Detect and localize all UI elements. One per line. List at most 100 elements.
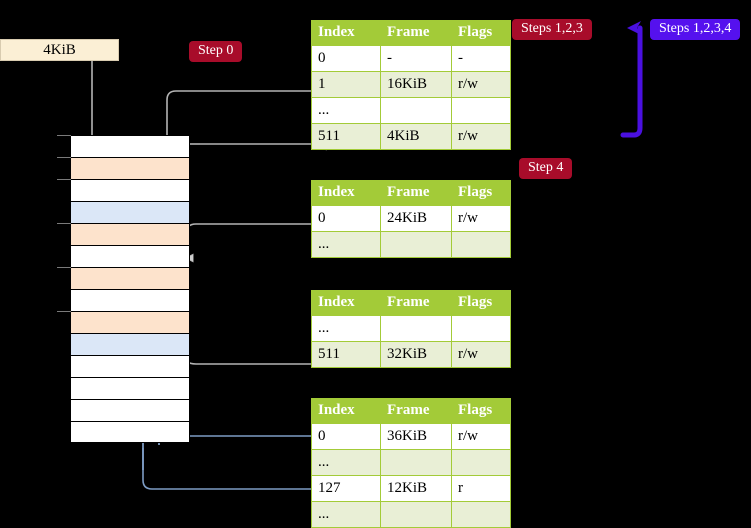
label-step-4: Step 4: [519, 158, 573, 179]
cell-flags: -: [451, 45, 511, 72]
cell-frame: [380, 449, 452, 476]
cell-flags: [451, 501, 511, 528]
table-header-row: Index Frame Flags: [311, 398, 511, 424]
table-header-row: Index Frame Flags: [311, 180, 511, 206]
column-header-frame: Frame: [380, 20, 452, 46]
cell-index: 0: [311, 45, 381, 72]
memory-row: [70, 267, 190, 289]
cell-flags: r/w: [451, 423, 511, 450]
label-steps-123: Steps 1,2,3: [512, 19, 592, 40]
violet-loop-arrow: [620, 21, 643, 138]
cell-flags: r/w: [451, 341, 511, 368]
cell-frame: [380, 315, 452, 342]
column-header-flags: Flags: [451, 398, 511, 424]
cell-frame: 36KiB: [380, 423, 452, 450]
column-header-index: Index: [311, 20, 381, 46]
column-header-index: Index: [311, 290, 381, 316]
cell-flags: r/w: [451, 71, 511, 98]
table-row: ...: [311, 315, 511, 342]
cell-frame: 32KiB: [380, 341, 452, 368]
cell-frame: 12KiB: [380, 475, 452, 502]
memory-tick: [57, 135, 71, 136]
memory-row: [70, 289, 190, 311]
cell-flags: [451, 315, 511, 342]
memory-row: [70, 245, 190, 267]
memory-row: [70, 135, 190, 157]
cell-frame: [380, 501, 452, 528]
cell-frame: [380, 97, 452, 124]
cell-index: 511: [311, 341, 381, 368]
memory-tick: [57, 157, 71, 158]
memory-row: [70, 399, 190, 421]
memory-row: [70, 157, 190, 179]
cell-index: 1: [311, 71, 381, 98]
table-header-row: Index Frame Flags: [311, 20, 511, 46]
memory-row: [70, 421, 190, 443]
table-row: 0--: [311, 45, 511, 72]
column-header-flags: Flags: [451, 180, 511, 206]
wire-mem-down-3: [186, 223, 311, 258]
cell-index: 127: [311, 475, 381, 502]
physical-memory-column: [70, 135, 190, 443]
cell-flags: [451, 449, 511, 476]
table-header-row: Index Frame Flags: [311, 290, 511, 316]
label-step-0: Step 0: [189, 41, 243, 62]
table-row: ...: [311, 449, 511, 476]
cell-index: ...: [311, 97, 381, 124]
memory-row: [70, 377, 190, 399]
memory-row: [70, 201, 190, 223]
column-header-flags: Flags: [451, 20, 511, 46]
cell-frame: -: [380, 45, 452, 72]
cell-frame: 16KiB: [380, 71, 452, 98]
cell-flags: [451, 231, 511, 258]
wire-table3-row127: [142, 448, 311, 490]
memory-tick: [57, 311, 71, 312]
cell-index: ...: [311, 449, 381, 476]
memory-tick: [57, 179, 71, 180]
cell-index: ...: [311, 501, 381, 528]
cell-frame: 4KiB: [380, 123, 452, 150]
table-row: ...: [311, 97, 511, 124]
cell-index: 0: [311, 423, 381, 450]
cell-index: ...: [311, 315, 381, 342]
cell-index: 511: [311, 123, 381, 150]
cell-flags: [451, 97, 511, 124]
cell-frame: 24KiB: [380, 205, 452, 232]
cell-flags: r: [451, 475, 511, 502]
label-steps-1234: Steps 1,2,3,4: [650, 19, 741, 40]
memory-row: [70, 355, 190, 377]
column-header-frame: Frame: [380, 290, 452, 316]
column-header-flags: Flags: [451, 290, 511, 316]
memory-row: [70, 333, 190, 355]
memory-tick: [57, 267, 71, 268]
column-header-frame: Frame: [380, 398, 452, 424]
cell-flags: r/w: [451, 205, 511, 232]
column-header-frame: Frame: [380, 180, 452, 206]
size-box-4kib: 4KiB: [0, 39, 119, 61]
table-row: ...: [311, 501, 511, 528]
cell-index: ...: [311, 231, 381, 258]
column-header-index: Index: [311, 180, 381, 206]
memory-row: [70, 311, 190, 333]
cell-flags: r/w: [451, 123, 511, 150]
cell-frame: [380, 231, 452, 258]
column-header-index: Index: [311, 398, 381, 424]
cell-index: 0: [311, 205, 381, 232]
memory-row: [70, 223, 190, 245]
table-row: ...: [311, 231, 511, 258]
